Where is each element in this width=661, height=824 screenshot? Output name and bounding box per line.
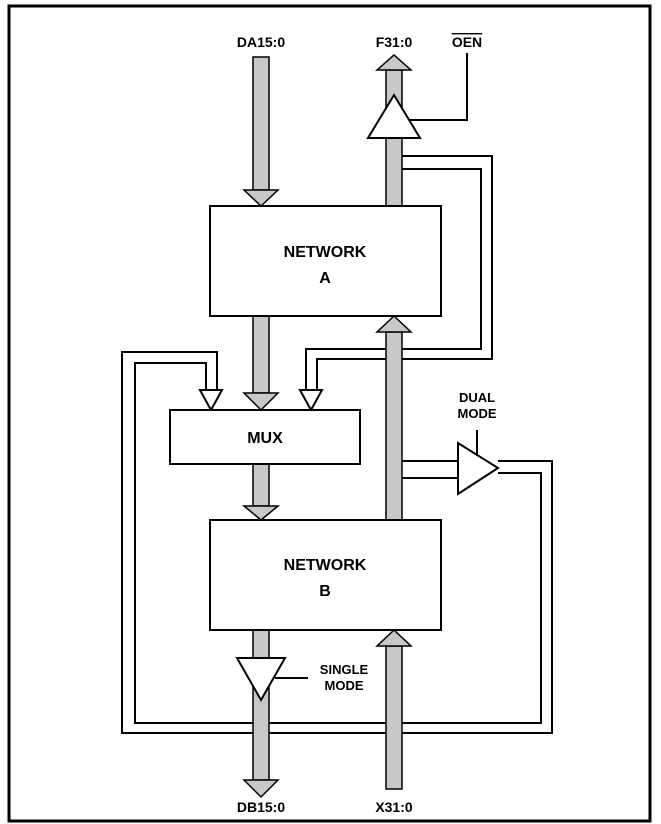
x-bus-arrowhead — [375, 628, 413, 647]
f-bus-arrowhead — [375, 53, 413, 71]
mux-block — [169, 409, 361, 465]
network-a-block — [209, 205, 442, 317]
x-input-label: X31:0 — [375, 799, 413, 815]
diagram-frame — [7, 4, 652, 823]
b-to-a-bus — [385, 331, 403, 521]
a-to-mux-arrowhead — [242, 392, 280, 412]
oen-label: OEN — [452, 34, 482, 50]
da-bus-arrowhead — [242, 189, 280, 208]
single-mode-label-line2: MODE — [325, 678, 364, 693]
feedback-a-outer — [316, 155, 493, 390]
network-b-block — [209, 519, 442, 631]
mux-to-b-arrowhead — [241, 505, 281, 521]
mux-label: MUX — [247, 430, 283, 447]
mux-right-input-arrow — [298, 389, 324, 413]
feedback-a-inner — [305, 168, 482, 390]
db-bus-arrowhead — [242, 779, 280, 799]
f-output-label: F31:0 — [376, 34, 413, 50]
network-b-title: NETWORK — [284, 557, 367, 574]
single-mode-label-line1: SINGLE — [320, 662, 369, 677]
network-a-title: NETWORK — [284, 244, 367, 261]
dual-loop-outer — [121, 351, 553, 734]
mux-to-b-bus — [252, 463, 270, 507]
db-bus — [252, 629, 270, 781]
db-output-label: DB15:0 — [237, 799, 285, 815]
a-to-mux-bus — [252, 315, 270, 394]
single-mode-buffer — [235, 657, 287, 703]
oen-control-line — [409, 53, 468, 121]
dual-loop-inner — [134, 362, 542, 724]
network-a-letter: A — [319, 270, 331, 287]
mux-left-input-arrow — [198, 389, 224, 413]
da-input-label: DA15:0 — [237, 34, 285, 50]
da-bus — [252, 56, 270, 191]
dual-mode-label-line2: MODE — [458, 406, 497, 421]
x-bus — [385, 645, 403, 790]
oen-buffer — [366, 93, 422, 139]
network-b-letter: B — [319, 583, 331, 600]
b-to-a-arrowhead — [375, 314, 413, 333]
dual-mode-label-line1: DUAL — [459, 390, 495, 405]
